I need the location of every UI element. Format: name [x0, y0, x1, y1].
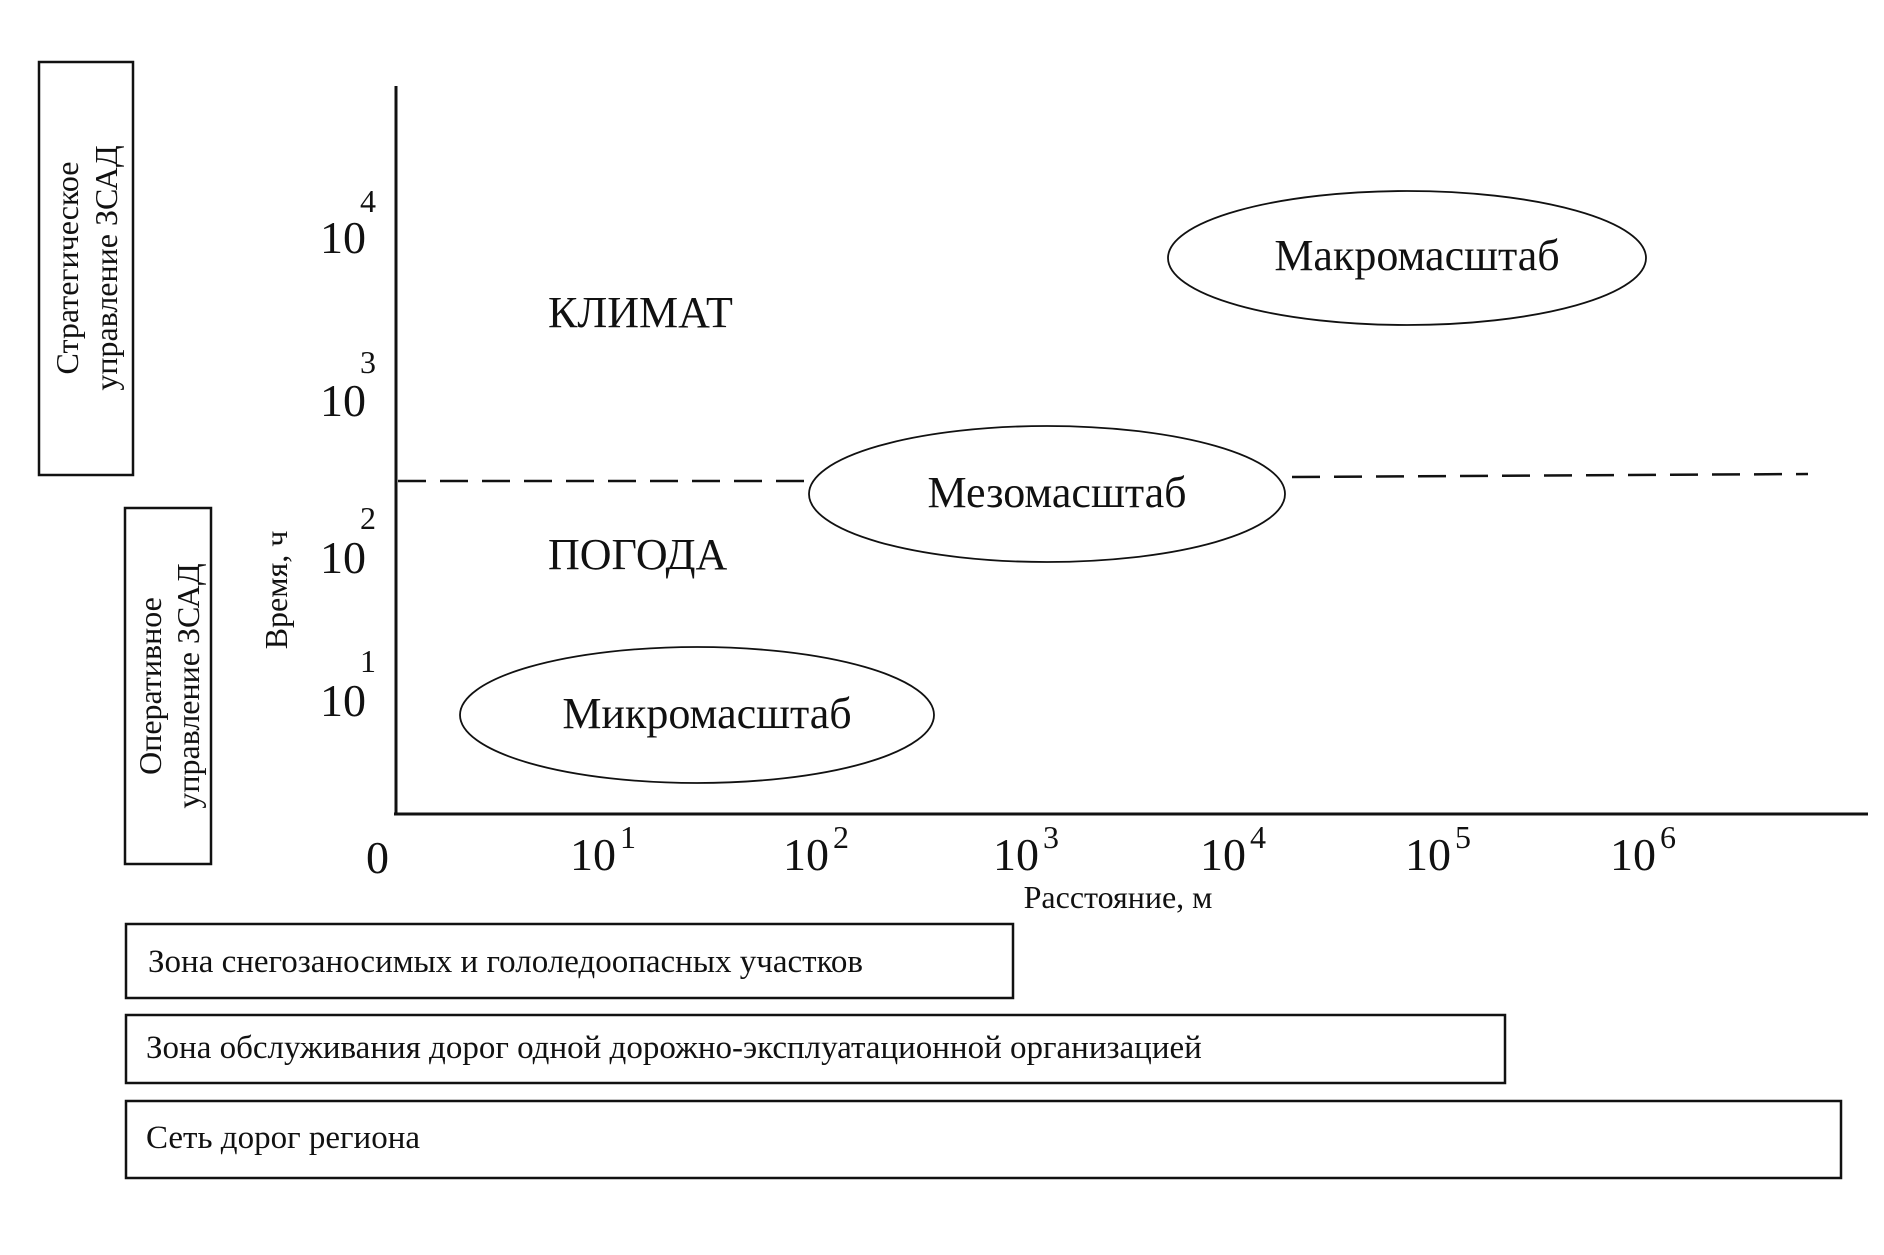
strategic-management-box: Стратегическое управление ЗСАД — [37, 60, 135, 477]
y-tick-1e4: 10 4 — [320, 183, 376, 263]
strategic-management-line1: Стратегическое — [49, 162, 85, 375]
macro-scale: Макромасштаб — [1167, 190, 1647, 326]
x-tick-exponent: 1 — [620, 819, 636, 855]
meso-scale: Мезомасштаб — [808, 425, 1286, 563]
x-tick-exponent: 4 — [1250, 819, 1266, 855]
x-tick-base: 10 — [783, 829, 829, 880]
y-tick-exponent: 2 — [360, 500, 376, 536]
y-tick-1e2: 10 2 — [320, 500, 376, 583]
y-tick-1e1: 10 1 — [320, 643, 376, 726]
x-tick-base: 10 — [1610, 829, 1656, 880]
x-tick-1e6: 10 6 — [1610, 819, 1676, 880]
y-tick-exponent: 4 — [360, 183, 376, 219]
x-tick-1e4: 10 4 — [1200, 819, 1266, 880]
zone-regional-network-label: Сеть дорог региона — [146, 1120, 420, 1156]
y-tick-base: 10 — [320, 532, 366, 583]
macro-scale-label: Макромасштаб — [1274, 231, 1559, 280]
y-axis-title: Время, ч — [258, 531, 294, 650]
x-tick-1e2: 10 2 — [783, 819, 849, 880]
zone-road-maintenance-label: Зона обслуживания дорог одной дорожно-эк… — [146, 1030, 1202, 1066]
operative-management-line2: управление ЗСАД — [170, 563, 206, 809]
y-tick-base: 10 — [320, 375, 366, 426]
x-tick-1e5: 10 5 — [1405, 819, 1471, 880]
meso-scale-label: Мезомасштаб — [927, 468, 1186, 517]
climate-weather-divider-right — [1291, 472, 1809, 479]
x-tick-base: 10 — [1405, 829, 1451, 880]
x-tick-base: 10 — [993, 829, 1039, 880]
y-tick-exponent: 1 — [360, 643, 376, 679]
x-tick-1e1: 10 1 — [570, 819, 636, 880]
zone-snowdrift: Зона снегозаносимых и гололедоопасных уч… — [124, 922, 1015, 1000]
x-tick-exponent: 5 — [1455, 819, 1471, 855]
climate-label: КЛИМАТ — [548, 288, 733, 337]
operative-management-box: Оперативное управление ЗСАД — [123, 506, 213, 866]
origin-label: 0 — [366, 832, 389, 883]
x-tick-base: 10 — [570, 829, 616, 880]
micro-scale: Микромасштаб — [459, 646, 935, 784]
x-axis-title: Расстояние, м — [1024, 879, 1213, 915]
zone-snowdrift-label: Зона снегозаносимых и гололедоопасных уч… — [148, 944, 863, 980]
zone-road-maintenance: Зона обслуживания дорог одной дорожно-эк… — [124, 1013, 1507, 1085]
x-tick-base: 10 — [1200, 829, 1246, 880]
weather-label: ПОГОДА — [548, 530, 727, 579]
y-tick-base: 10 — [320, 675, 366, 726]
y-tick-1e3: 10 3 — [320, 344, 376, 426]
x-tick-exponent: 2 — [833, 819, 849, 855]
x-tick-exponent: 3 — [1043, 819, 1059, 855]
x-tick-1e3: 10 3 — [993, 819, 1059, 880]
y-tick-base: 10 — [320, 212, 366, 263]
y-tick-exponent: 3 — [360, 344, 376, 380]
zone-regional-network: Сеть дорог региона — [124, 1099, 1843, 1180]
micro-scale-label: Микромасштаб — [562, 689, 851, 738]
operative-management-line1: Оперативное — [132, 597, 168, 775]
x-tick-exponent: 6 — [1660, 819, 1676, 855]
strategic-management-line2: управление ЗСАД — [88, 145, 124, 391]
